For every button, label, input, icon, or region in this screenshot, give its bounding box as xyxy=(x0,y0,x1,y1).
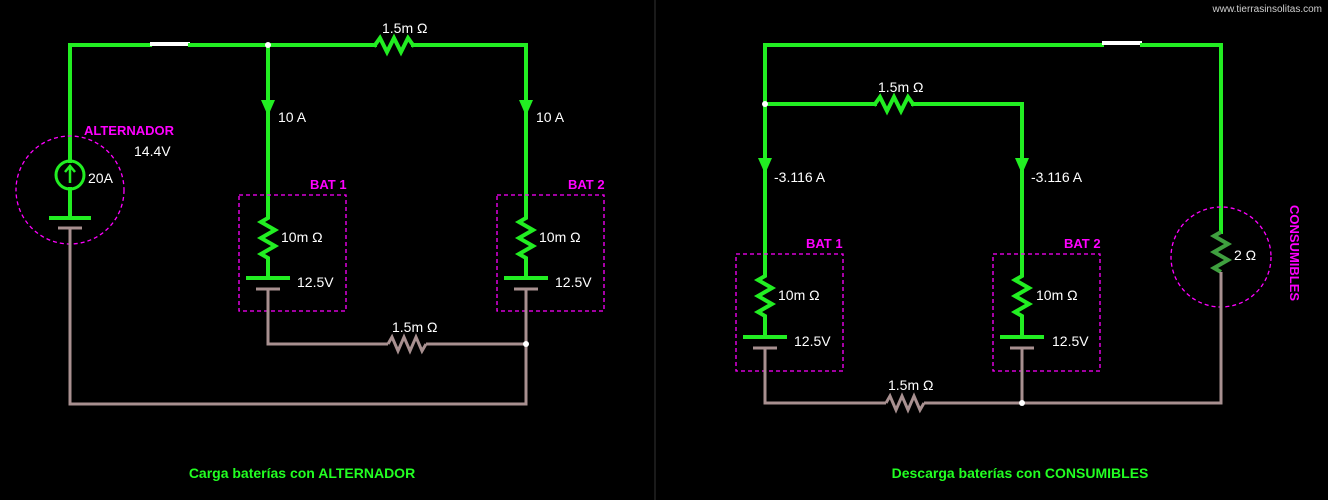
bat1-box-left xyxy=(238,194,347,312)
label-right-mid-resistor: 1.5m Ω xyxy=(878,79,923,95)
node-left-top xyxy=(265,42,271,48)
resistor-right-mid xyxy=(872,92,916,116)
caption-right: Descarga baterías con CONSUMIBLES xyxy=(892,465,1149,481)
resistor-left-bottom xyxy=(386,333,428,355)
bat2-right-resistor xyxy=(1010,266,1034,339)
label-alternator: ALTERNADOR xyxy=(84,123,175,138)
node-right-top xyxy=(762,101,768,107)
bat1-right-resistor xyxy=(753,266,777,339)
label-right-bat1-title: BAT 1 xyxy=(806,236,843,251)
label-left-bottom-resistor: 1.5m Ω xyxy=(392,319,437,335)
label-left-bat1-voltage: 12.5V xyxy=(297,274,334,290)
label-alternator-current: 20A xyxy=(88,170,114,186)
current-source-arrow xyxy=(64,164,76,183)
label-right-current-bat2: -3.116 A xyxy=(1031,169,1083,185)
arrow-right-bat1 xyxy=(758,158,772,174)
label-right-bat2-title: BAT 2 xyxy=(1064,236,1101,251)
arrow-left-bat2 xyxy=(519,100,533,116)
caption-left: Carga baterías con ALTERNADOR xyxy=(189,465,415,481)
label-right-current-bat1: -3.116 A xyxy=(774,169,826,185)
label-right-bat2-resistance: 10m Ω xyxy=(1036,287,1078,303)
bat1-left-resistor xyxy=(256,208,280,280)
bat2-box-right xyxy=(992,253,1101,372)
resistor-right-bottom xyxy=(884,392,926,414)
resistor-left-top xyxy=(372,33,416,57)
label-left-bat2-voltage: 12.5V xyxy=(555,274,592,290)
wire-left-top-c xyxy=(411,43,528,212)
site-watermark: www.tierrasinsolitas.com xyxy=(1212,4,1322,15)
wire-right-return-a xyxy=(763,348,886,405)
arrow-left-bat1 xyxy=(261,100,275,116)
arrow-right-bat2 xyxy=(1015,158,1029,174)
node-right-bottom xyxy=(1019,400,1025,406)
load-resistor xyxy=(1209,230,1233,274)
label-right-bat1-resistance: 10m Ω xyxy=(778,287,820,303)
left-circuit: 1.5m Ω 1.5m Ω ALTERNADOR 14.4V 20A 10 A … xyxy=(15,20,605,481)
right-circuit: www.tierrasinsolitas.com 1.5m Ω 1.5 xyxy=(735,4,1322,481)
wire-left-top-a xyxy=(68,43,152,142)
label-left-bat2-title: BAT 2 xyxy=(568,177,605,192)
label-left-current-bat1: 10 A xyxy=(278,109,307,125)
bat1-box-right xyxy=(735,253,844,372)
node-left-bottom xyxy=(523,341,529,347)
wire-right-top-a xyxy=(763,43,1104,270)
wire-right-mid-b xyxy=(911,102,1024,270)
label-left-top-resistor: 1.5m Ω xyxy=(382,20,427,36)
label-right-bat2-voltage: 12.5V xyxy=(1052,333,1089,349)
bat2-box-left xyxy=(496,194,605,312)
wire-left-return-a xyxy=(266,289,388,346)
label-left-bat1-title: BAT 1 xyxy=(310,177,347,192)
label-right-bat1-voltage: 12.5V xyxy=(794,333,831,349)
label-right-bottom-resistor: 1.5m Ω xyxy=(888,377,933,393)
label-left-bat2-resistance: 10m Ω xyxy=(539,229,581,245)
label-left-current-bat2: 10 A xyxy=(536,109,565,125)
label-load-title: CONSUMIBLES xyxy=(1287,205,1302,301)
wire-left-return-b xyxy=(68,228,528,406)
wire-right-top-b xyxy=(1140,43,1223,234)
label-left-bat1-resistance: 10m Ω xyxy=(281,229,323,245)
label-load-resistance: 2 Ω xyxy=(1234,247,1256,263)
bat2-left-resistor xyxy=(514,208,538,280)
label-alternator-voltage: 14.4V xyxy=(134,143,171,159)
